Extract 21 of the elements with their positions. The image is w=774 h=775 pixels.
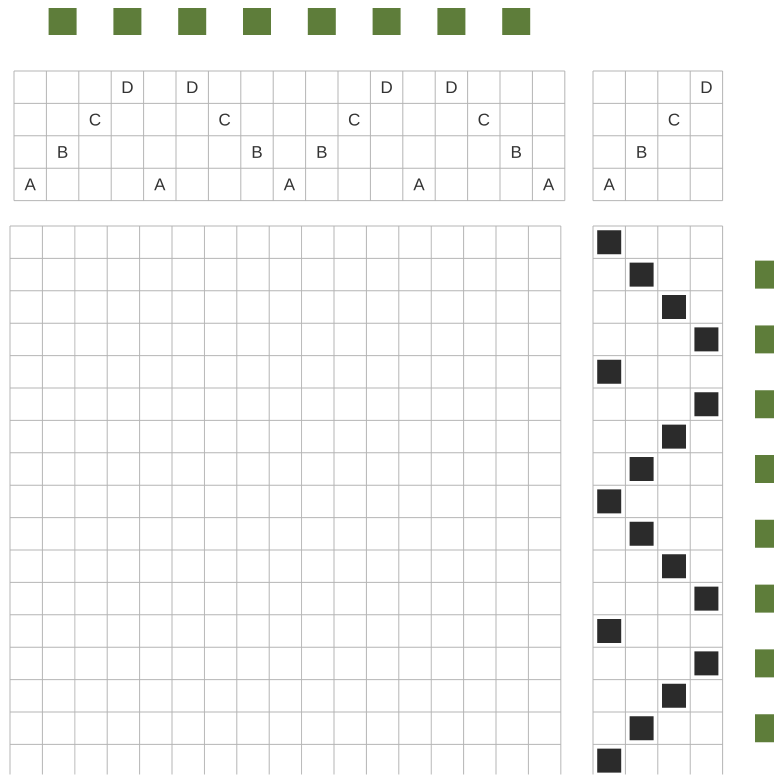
grid-letter: B [252,146,262,158]
grid-letter: C [348,114,360,126]
grid-letter: D [446,81,457,94]
grid-letter: A [542,178,554,190]
grid-letter: B [637,146,646,158]
grid-letter: D [382,81,392,94]
grid-letter: C [668,114,680,126]
grid-letter: A [24,178,36,190]
grid-letter: B [58,146,68,158]
grid-letter: A [284,178,296,190]
grid-letter: C [219,114,230,126]
grid-letter: B [318,146,327,158]
grid-letter: A [154,178,166,190]
grid-letter: C [478,114,490,126]
grid-letter: A [413,178,425,190]
grid-letter: B [512,146,521,158]
grid-letter: A [604,178,615,190]
grid-letter: D [187,81,198,94]
grid-letter: C [90,114,100,126]
grid-letter: D [122,81,133,94]
grid-letter: D [702,81,712,94]
